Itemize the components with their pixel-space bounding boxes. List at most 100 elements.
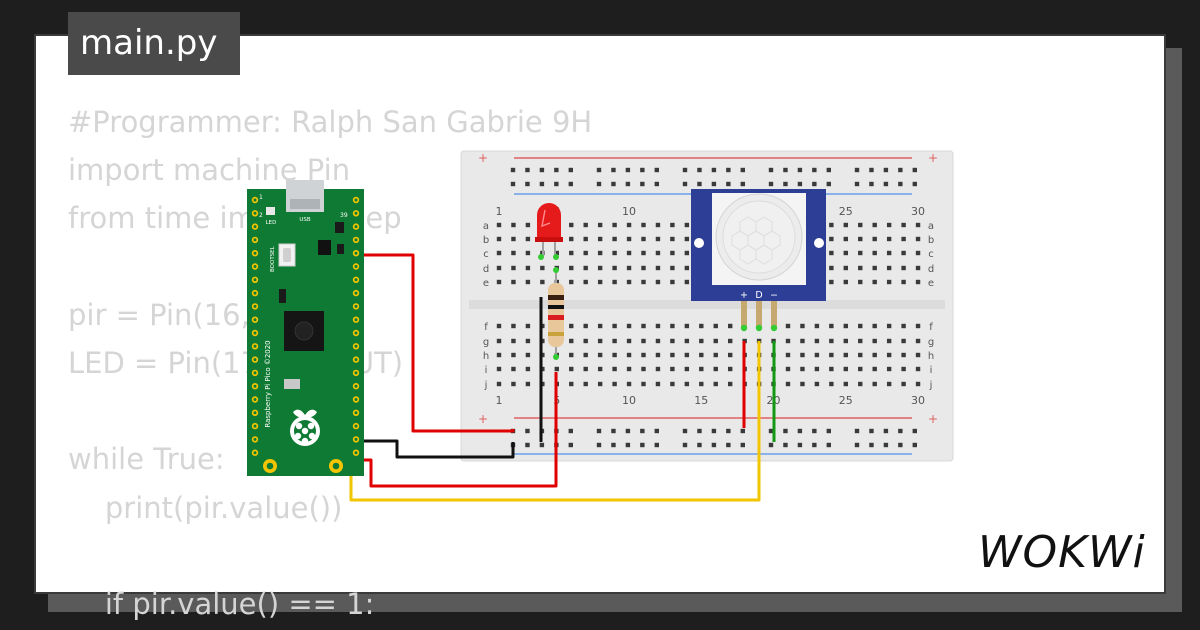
- rail-hole: [711, 181, 717, 187]
- breadboard-hole: [496, 265, 502, 271]
- rail-hole: [554, 181, 559, 187]
- row-letter-label: j: [929, 380, 933, 391]
- breadboard-hole: [670, 366, 675, 372]
- rail-hole: [783, 428, 788, 434]
- breadboard-hole: [612, 352, 617, 358]
- resistor: [548, 267, 564, 360]
- rail-hole: [697, 442, 702, 448]
- rail-hole: [682, 181, 688, 187]
- breadboard-hole: [829, 338, 834, 344]
- breadboard-hole: [597, 338, 603, 344]
- rail-hole: [711, 167, 717, 173]
- breadboard-hole: [858, 265, 863, 271]
- breadboard-hole: [858, 236, 863, 242]
- breadboard-hole: [569, 381, 574, 387]
- breadboard-hole: [684, 366, 690, 372]
- pico-board-label: Raspberry Pi Pico ©2020: [264, 340, 272, 427]
- breadboard-hole: [886, 366, 892, 372]
- breadboard-hole: [915, 323, 921, 329]
- rail-hole: [682, 428, 688, 434]
- breadboard-hole: [540, 265, 545, 271]
- row-letter-label: i: [930, 365, 933, 376]
- breadboard-hole: [511, 352, 516, 358]
- breadboard-hole: [641, 236, 646, 242]
- breadboard-hole: [670, 323, 675, 329]
- file-tab[interactable]: main.py: [68, 12, 240, 75]
- breadboard-hole: [785, 352, 791, 358]
- breadboard-hole: [785, 366, 791, 372]
- pico-pin-center: [253, 318, 257, 322]
- column-number-label: 1: [496, 394, 503, 407]
- breadboard-hole: [699, 338, 704, 344]
- breadboard-hole: [612, 366, 617, 372]
- breadboard-hole: [569, 366, 574, 372]
- breadboard-hole: [525, 338, 531, 344]
- breadboard-hole: [843, 222, 848, 228]
- breadboard-hole: [670, 352, 675, 358]
- breadboard-hole: [843, 279, 848, 285]
- breadboard-hole: [655, 352, 661, 358]
- breadboard-hole: [713, 352, 718, 358]
- breadboard-hole: [641, 381, 646, 387]
- breadboard-hole: [843, 250, 848, 256]
- breadboard-hole: [626, 366, 632, 372]
- pico-pin-center: [253, 384, 257, 388]
- rail-hole: [854, 442, 860, 448]
- rail-hole: [640, 428, 645, 434]
- breadboard-hole: [728, 338, 733, 344]
- breadboard-hole: [583, 338, 588, 344]
- breadboard-hole: [612, 381, 617, 387]
- rail-hole: [898, 442, 903, 448]
- breadboard-hole: [670, 236, 675, 242]
- pico-usb-label: USB: [299, 217, 311, 223]
- rail-hole: [768, 428, 774, 434]
- rail-hole: [740, 181, 745, 187]
- breadboard-hole: [829, 323, 834, 329]
- breadboard-hole: [901, 338, 906, 344]
- rail-hole: [869, 442, 874, 448]
- rail-hole: [640, 181, 645, 187]
- rail-hole: [539, 181, 545, 187]
- breadboard-hole: [641, 265, 646, 271]
- breadboard-hole: [583, 323, 588, 329]
- rail-hole: [596, 442, 602, 448]
- pico-pin-center: [354, 344, 358, 348]
- breadboard-hole: [583, 352, 588, 358]
- breadboard-hole: [525, 381, 531, 387]
- pico-pin-center: [253, 358, 257, 362]
- breadboard-hole: [655, 265, 661, 271]
- breadboard-hole: [872, 323, 877, 329]
- row-letter-label: j: [484, 380, 488, 391]
- breadboard-hole: [583, 279, 588, 285]
- rail-hole: [568, 167, 573, 173]
- row-letter-label: b: [483, 235, 489, 246]
- breadboard-hole: [829, 279, 834, 285]
- rail-hole: [912, 442, 917, 448]
- breadboard-holes: [496, 167, 921, 448]
- breadboard-hole: [569, 323, 574, 329]
- breadboard-hole: [626, 236, 632, 242]
- breadboard-hole: [641, 352, 646, 358]
- breadboard-hole: [670, 265, 675, 271]
- wire-black-ground: [356, 439, 515, 459]
- breadboard-hole: [641, 279, 646, 285]
- rail-hole: [812, 181, 817, 187]
- breadboard-hole: [641, 338, 646, 344]
- row-letter-label: e: [483, 278, 489, 289]
- breadboard-hole: [858, 381, 863, 387]
- breadboard-hole: [626, 352, 632, 358]
- breadboard-hole: [597, 366, 603, 372]
- breadboard-hole: [641, 250, 646, 256]
- pico-pin-center: [253, 225, 257, 229]
- breadboard-hole: [915, 366, 921, 372]
- breadboard-hole: [525, 366, 531, 372]
- rail-hole: [697, 167, 702, 173]
- row-letter-label: h: [483, 351, 489, 362]
- breadboard-hole: [684, 250, 690, 256]
- rail-hole: [854, 181, 860, 187]
- breadboard-hole: [612, 236, 617, 242]
- rail-hole: [740, 428, 745, 434]
- breadboard-hole: [597, 236, 603, 242]
- rail-hole: [797, 181, 803, 187]
